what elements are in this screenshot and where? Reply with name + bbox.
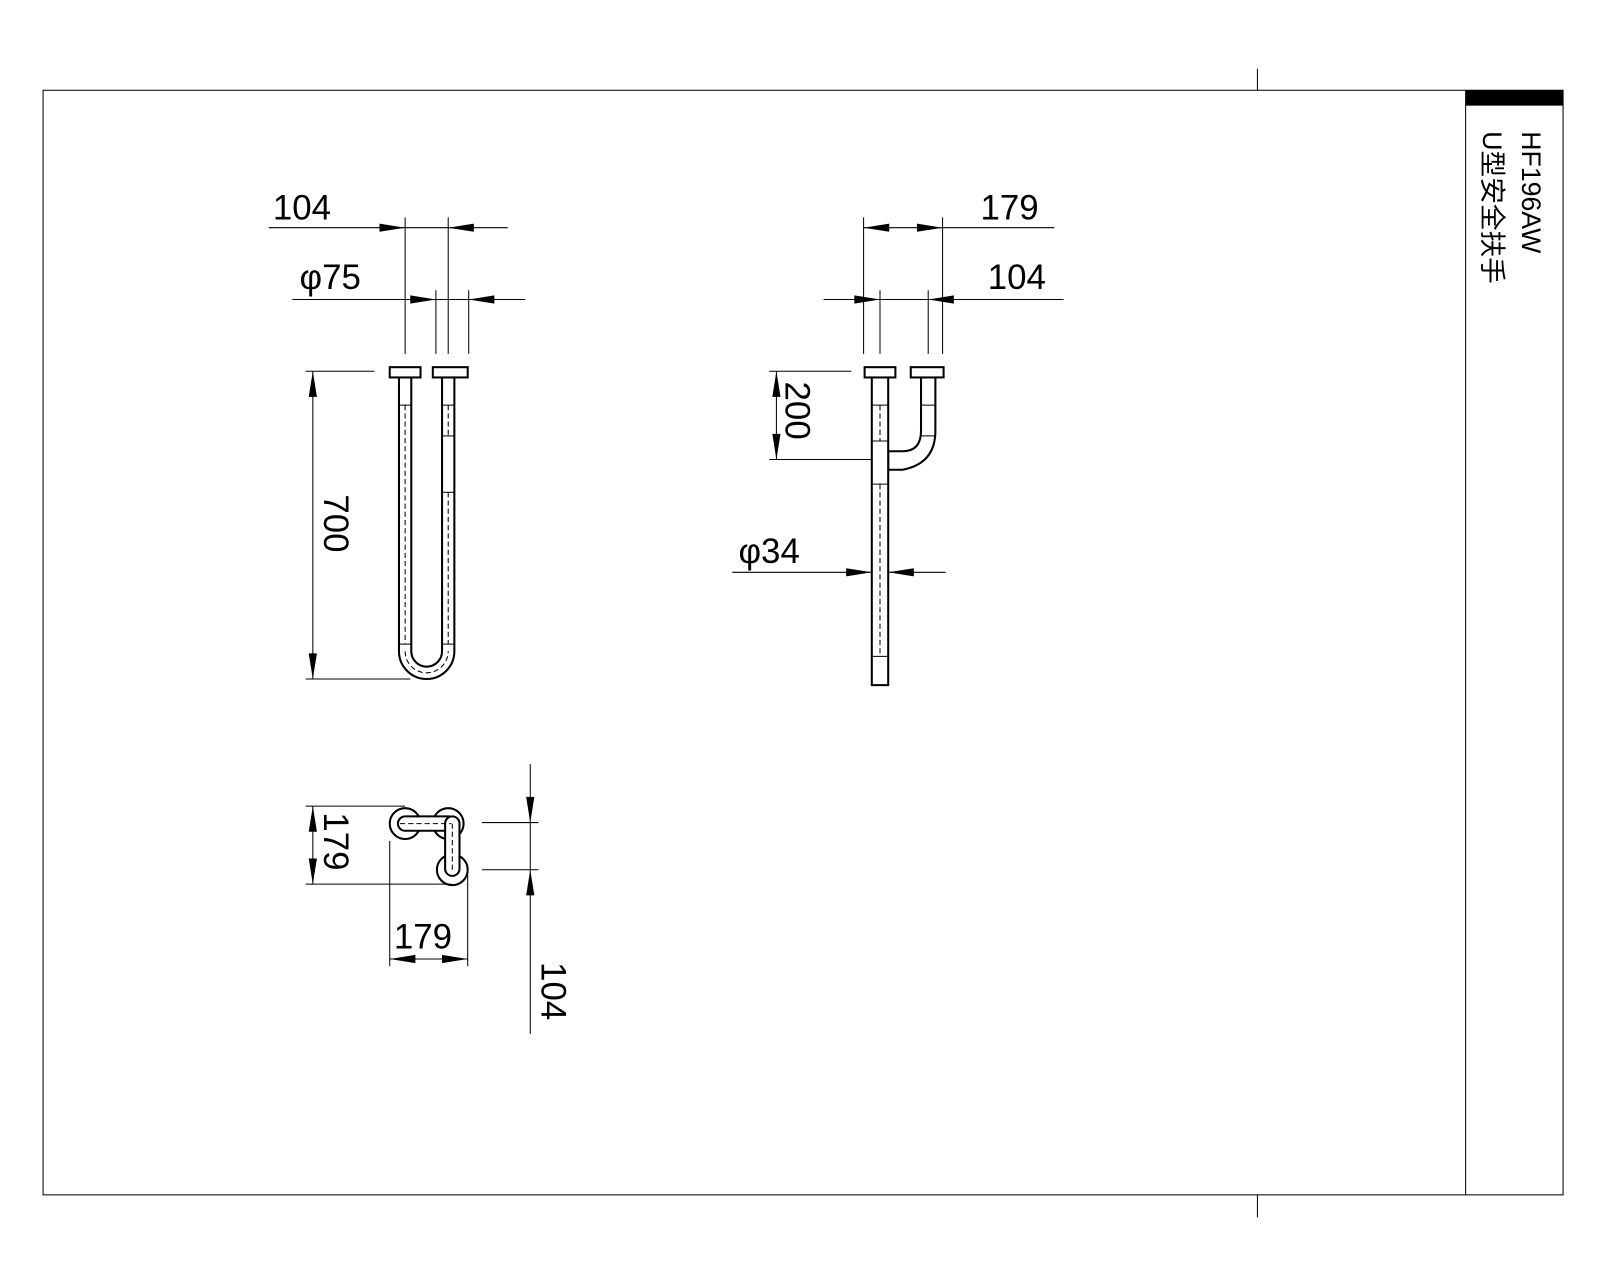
product-name: U型安全扶手 [1477,131,1507,284]
dim-200-label: 200 [778,382,817,440]
side-view: 179 104 200 φ34 [732,188,1064,687]
dim-104-label: 104 [988,258,1046,297]
dim-700-label: 700 [316,494,355,552]
dim-phi34-label: φ34 [738,532,799,571]
drawing-border [42,89,1564,1196]
model-number: HF196AW [1516,131,1546,254]
title-block-bar [1465,90,1564,106]
dim-104-label: 104 [273,188,331,227]
top-view: 179 179 104 [305,764,573,1034]
flange-left [388,366,422,379]
dim-phi75-label: φ75 [299,258,360,297]
front-view: 104 φ75 700 [268,188,526,680]
flange-right [431,366,469,379]
dim-104-label: 104 [534,962,573,1020]
dim-179-vertical-label: 179 [316,812,355,870]
dim-179-label: 179 [981,188,1039,227]
side-branch-pipe [887,376,937,471]
dim-179-horizontal-label: 179 [394,918,452,957]
u-pipe [397,376,456,680]
